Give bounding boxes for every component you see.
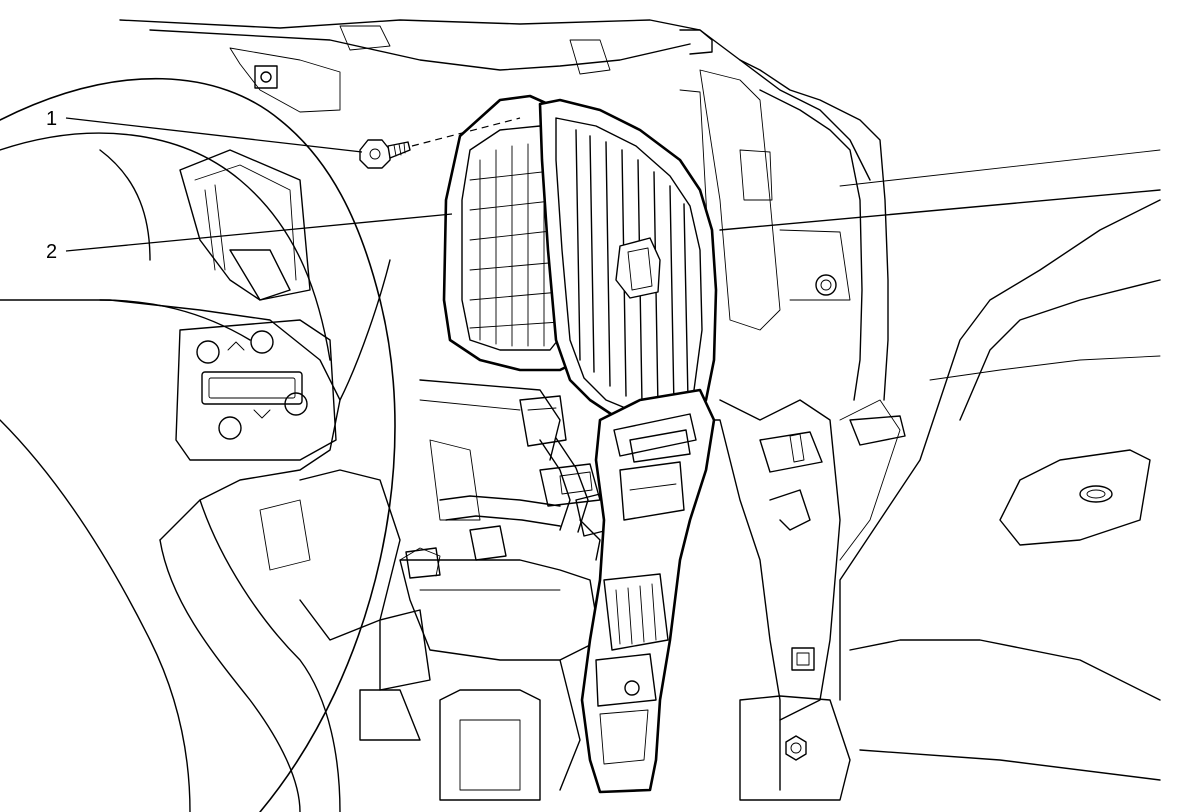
callout-leader-2	[65, 213, 453, 252]
air-outlet-assembly	[442, 94, 718, 794]
steering-control-button	[196, 340, 220, 364]
wiring-harness	[439, 395, 609, 561]
steering-control-button	[284, 392, 308, 416]
screw-fastener	[359, 139, 411, 169]
installation-path-line	[411, 117, 521, 147]
callout-number-2: 2	[46, 241, 57, 263]
steering-control-button	[250, 330, 274, 354]
callout-number-1: 1	[46, 108, 57, 130]
callout-1: 1	[46, 108, 363, 153]
steering-control-button	[218, 416, 242, 440]
callout-leader-1	[65, 117, 363, 153]
steering-wheel	[0, 77, 396, 812]
callout-2: 2	[46, 213, 453, 263]
